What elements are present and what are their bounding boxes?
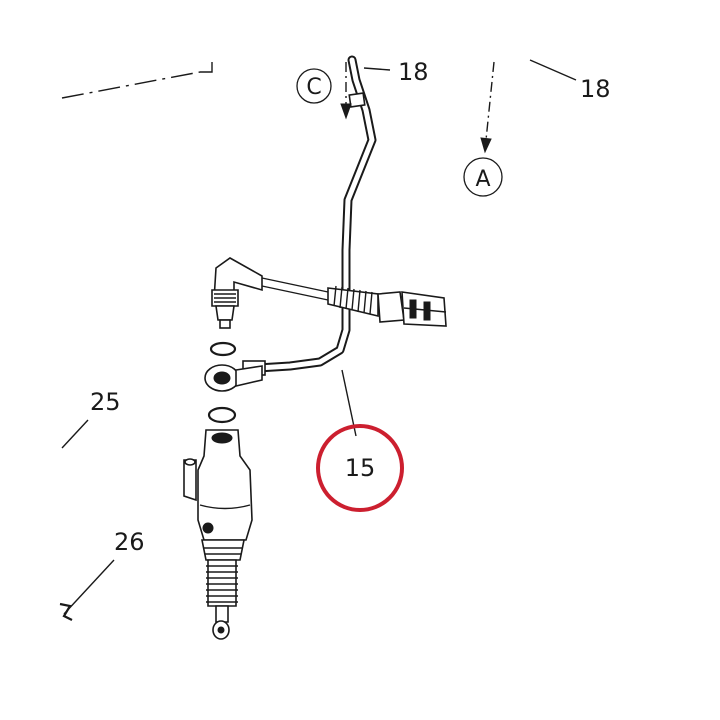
leader-18-left [363, 67, 391, 71]
callout-15: 15 [345, 454, 376, 482]
highlight-circle-15 [316, 424, 404, 512]
callout-18-left: 18 [398, 58, 429, 86]
view-arrow-c [340, 62, 352, 120]
o-ring-lower [207, 406, 237, 424]
o-ring-upper [209, 341, 237, 357]
elbow-fitting [211, 257, 263, 329]
electrical-connector [377, 291, 447, 327]
brake-hose [242, 55, 377, 376]
master-cylinder [183, 429, 253, 640]
callout-26: 26 [114, 528, 145, 556]
leader-25 [61, 419, 89, 449]
callout-18-right: 18 [580, 75, 611, 103]
clipped-part-fragment [59, 602, 73, 621]
view-marker-a-label: A [475, 167, 490, 192]
view-arrow-a [480, 61, 495, 154]
banjo-fitting [204, 364, 263, 392]
view-marker-a: A [463, 157, 503, 197]
leader-26 [63, 559, 115, 615]
cable-boot [327, 285, 379, 318]
view-marker-c-label: C [306, 75, 321, 100]
pressure-switch-cable [211, 257, 447, 329]
view-marker-c: C [296, 68, 332, 104]
centerline-top-left [61, 62, 213, 99]
callout-25: 25 [90, 388, 121, 416]
leader-18-right [529, 59, 577, 81]
